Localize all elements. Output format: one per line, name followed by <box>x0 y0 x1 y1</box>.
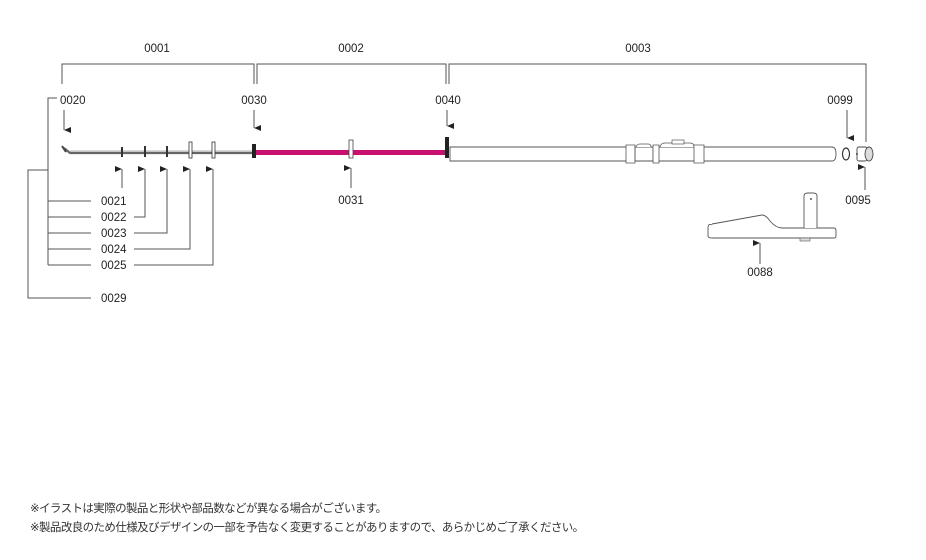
part-label-0022: 0022 <box>101 212 127 224</box>
guide-0030 <box>252 144 256 158</box>
section-label-0003: 0003 <box>625 43 651 55</box>
guide-0022 <box>144 146 146 157</box>
guide-0031 <box>348 139 354 159</box>
part-label-0099: 0099 <box>827 95 853 107</box>
bracket-0002: 0002 <box>256 43 447 84</box>
butt-cap-0095 <box>856 146 874 162</box>
part-label-0023: 0023 <box>101 228 127 240</box>
part-label-0095: 0095 <box>845 195 871 207</box>
part-label-0088: 0088 <box>747 267 773 279</box>
section-label-0002: 0002 <box>338 43 364 55</box>
bracket-0003: 0003 <box>448 43 867 142</box>
butt-section <box>449 139 837 164</box>
part-label-0030: 0030 <box>241 95 267 107</box>
part-label-0040: 0040 <box>435 95 461 107</box>
section-label-0001: 0001 <box>144 43 170 55</box>
footnote-illustration: ※イラストは実際の製品と形状や部品数などが異なる場合がございます。 <box>30 501 387 515</box>
part-label-0024: 0024 <box>101 244 127 256</box>
guide-0021 <box>121 147 123 157</box>
footnotes: ※イラストは実際の製品と形状や部品数などが異なる場合がございます。 ※製品改良の… <box>30 499 584 537</box>
leader-lines <box>27 97 866 299</box>
guide-0040 <box>445 137 449 158</box>
tip-section <box>61 145 254 155</box>
guide-0025 <box>211 141 216 159</box>
part-label-0025: 0025 <box>101 260 127 272</box>
part-label-0020: 0020 <box>60 95 86 107</box>
part-label-0031: 0031 <box>338 195 364 207</box>
o-ring-0099 <box>841 147 851 161</box>
footnote-spec-change: ※製品改良のため仕様及びデザインの一部を予告なく変更することがありますので、あら… <box>30 520 584 534</box>
guide-0024 <box>188 141 193 159</box>
reel-seat-0088 <box>707 192 837 242</box>
line-guides <box>121 141 216 159</box>
part-label-0021: 0021 <box>101 196 127 208</box>
bracket-0001: 0001 <box>61 43 255 84</box>
guide-0023 <box>166 146 168 157</box>
part-label-0029: 0029 <box>101 293 127 305</box>
